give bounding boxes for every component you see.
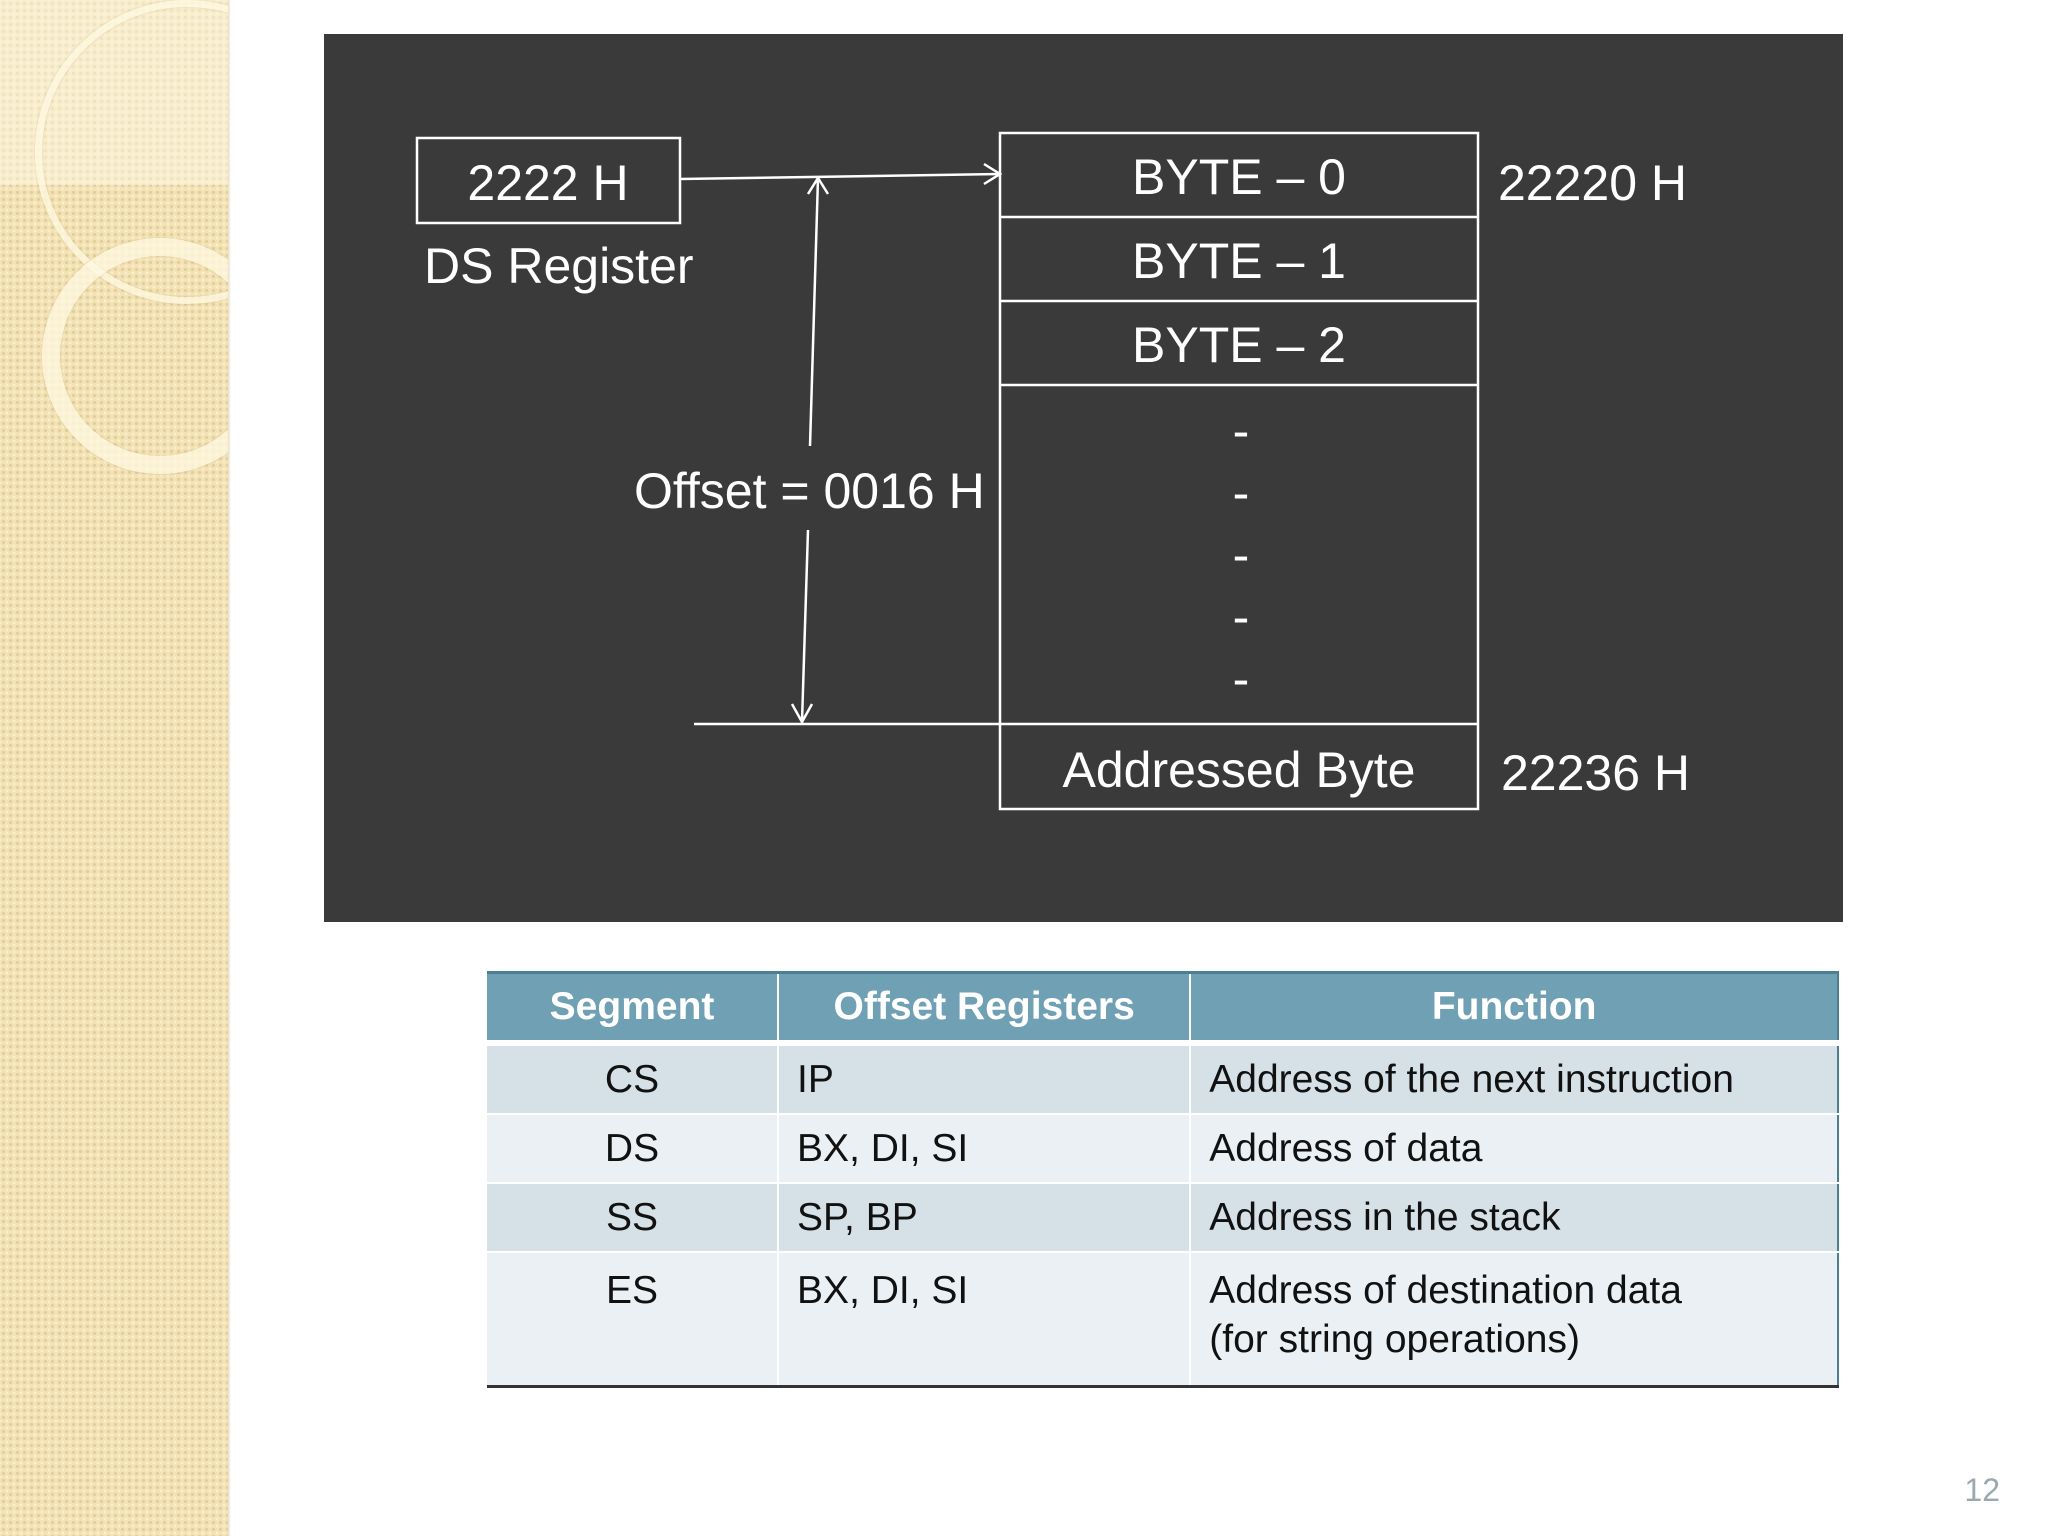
cell-function: Address in the stack <box>1190 1183 1839 1253</box>
addressed-byte-label: Addressed Byte <box>1062 742 1416 798</box>
table-row: DS BX, DI, SI Address of data <box>487 1114 1839 1184</box>
register-arrowhead <box>983 162 1003 186</box>
gap-mark: - <box>1232 651 1250 707</box>
header-segment: Segment <box>487 971 780 1046</box>
cell-offset: IP <box>778 1043 1192 1115</box>
sidebar-divider <box>228 0 231 1536</box>
decorative-sidebar <box>0 0 228 1536</box>
table-row: SS SP, BP Address in the stack <box>487 1183 1839 1253</box>
cell-function: Address of the next instruction <box>1190 1043 1839 1115</box>
memory-cell-byte-1: BYTE – 1 <box>1132 233 1346 289</box>
offset-arrow-lower <box>800 529 810 723</box>
decorative-ring <box>42 238 228 474</box>
cell-function: Address of destination data (for string … <box>1190 1252 1839 1388</box>
offset-arrowhead-up <box>806 175 830 195</box>
cell-function: Address of data <box>1190 1114 1839 1184</box>
cell-function-line: Address of destination data <box>1209 1269 1682 1312</box>
gap-mark: - <box>1232 403 1250 459</box>
ds-register-box <box>415 136 682 225</box>
table-header-row: Segment Offset Registers Function <box>487 971 1839 1046</box>
offset-arrow-upper <box>808 177 820 447</box>
cell-offset: SP, BP <box>778 1183 1192 1253</box>
memory-cell-byte-2: BYTE – 2 <box>1132 317 1346 373</box>
cell-offset: BX, DI, SI <box>778 1114 1192 1184</box>
cell-segment: SS <box>487 1183 780 1253</box>
diagram-lines <box>415 131 1480 811</box>
page-number: 12 <box>1964 1472 2000 1508</box>
table-row: CS IP Address of the next instruction <box>487 1043 1839 1115</box>
gap-mark: - <box>1232 527 1250 583</box>
offset-arrowhead-down <box>790 703 814 725</box>
segment-offset-table: Segment Offset Registers Function CS IP … <box>487 971 1839 1388</box>
addressed-address-label: 22236 H <box>1501 745 1691 801</box>
memory-segment-diagram: 2222 H DS Register Offset = 0016 H BYTE … <box>324 34 1843 922</box>
header-offset-registers: Offset Registers <box>778 971 1192 1046</box>
memory-cell-byte-0: BYTE – 0 <box>1132 149 1346 205</box>
cell-offset: BX, DI, SI <box>778 1252 1192 1388</box>
cell-segment: DS <box>487 1114 780 1184</box>
cell-function-line: (for string operations) <box>1209 1317 1580 1361</box>
gap-mark: - <box>1232 589 1250 645</box>
table-row: ES BX, DI, SI Address of destination dat… <box>487 1252 1839 1388</box>
register-arrow <box>679 172 1001 181</box>
cell-segment: CS <box>487 1043 780 1115</box>
start-address-label: 22220 H <box>1498 155 1688 211</box>
ds-register-label: DS Register <box>424 238 694 294</box>
cell-segment: ES <box>487 1252 780 1388</box>
gap-mark: - <box>1232 465 1250 521</box>
memory-column-box <box>998 131 1480 811</box>
ds-register-value: 2222 H <box>467 155 629 211</box>
header-function: Function <box>1190 971 1839 1046</box>
offset-label: Offset = 0016 H <box>634 463 985 519</box>
